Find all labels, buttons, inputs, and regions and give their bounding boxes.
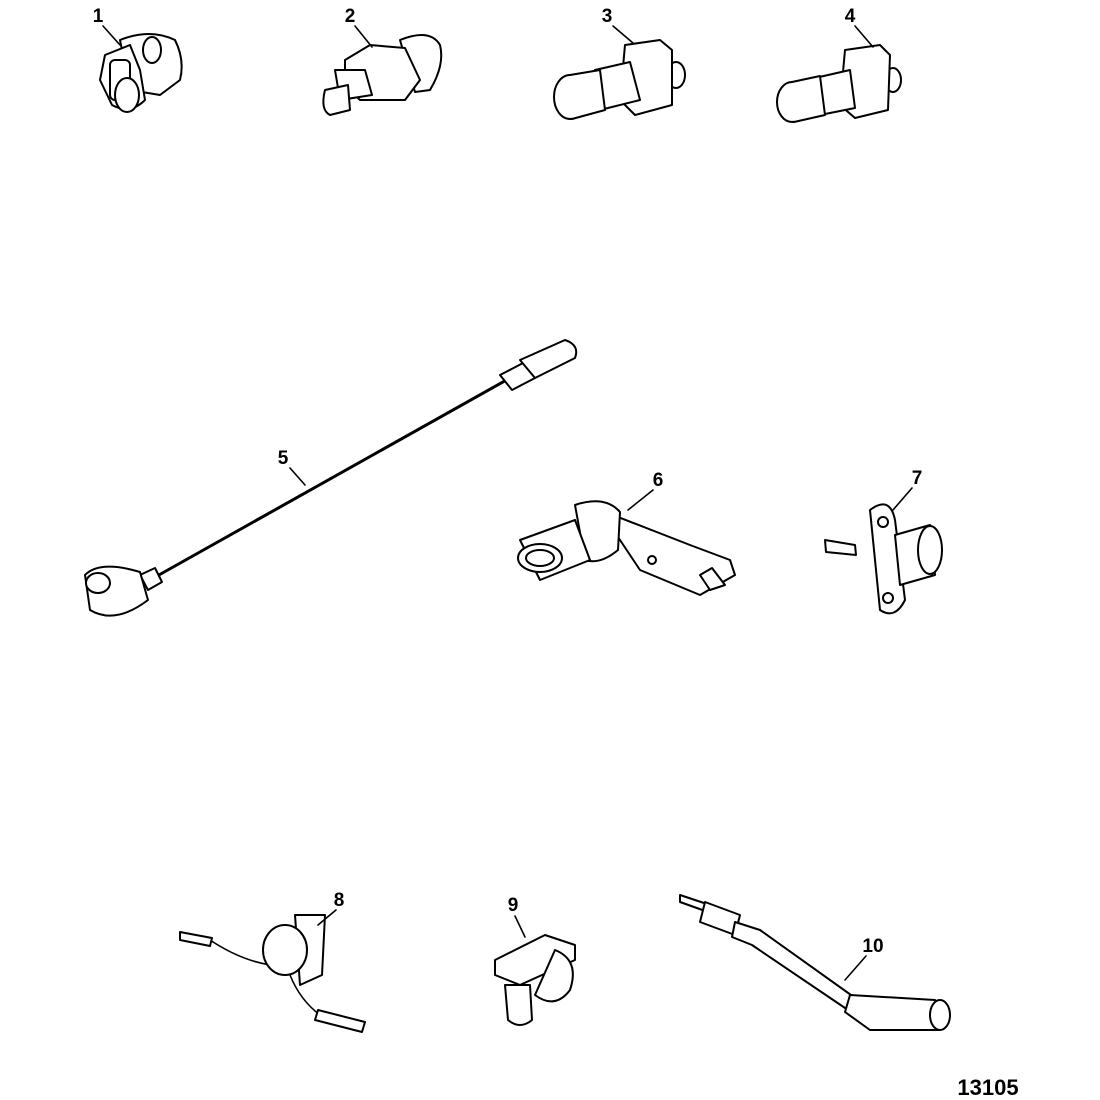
figure-number: 13105 <box>957 1075 1018 1100</box>
callout-9: 9 <box>508 895 519 916</box>
callout-5: 5 <box>278 448 289 469</box>
leader-lines <box>102 25 913 981</box>
part-7-sensor <box>824 503 943 615</box>
part-8-sensor <box>179 914 366 1033</box>
part-6-sensor-with-bracket <box>517 500 736 596</box>
callout-7: 7 <box>912 468 923 489</box>
part-1-sensor <box>99 33 183 113</box>
callout-6: 6 <box>653 470 664 491</box>
callout-2: 2 <box>345 6 356 27</box>
part-4-sensor <box>776 44 902 123</box>
part-3-sensor <box>553 39 686 120</box>
part-10-sensor-with-lead <box>679 894 951 1031</box>
callout-10: 10 <box>862 936 883 957</box>
callout-3: 3 <box>602 6 613 27</box>
part-9-sensor <box>494 934 576 1026</box>
callout-1: 1 <box>93 6 104 27</box>
callout-4: 4 <box>845 6 856 27</box>
part-2-sensor <box>322 34 443 116</box>
part-5-knock-sensor <box>84 339 578 617</box>
callout-8: 8 <box>334 890 345 911</box>
